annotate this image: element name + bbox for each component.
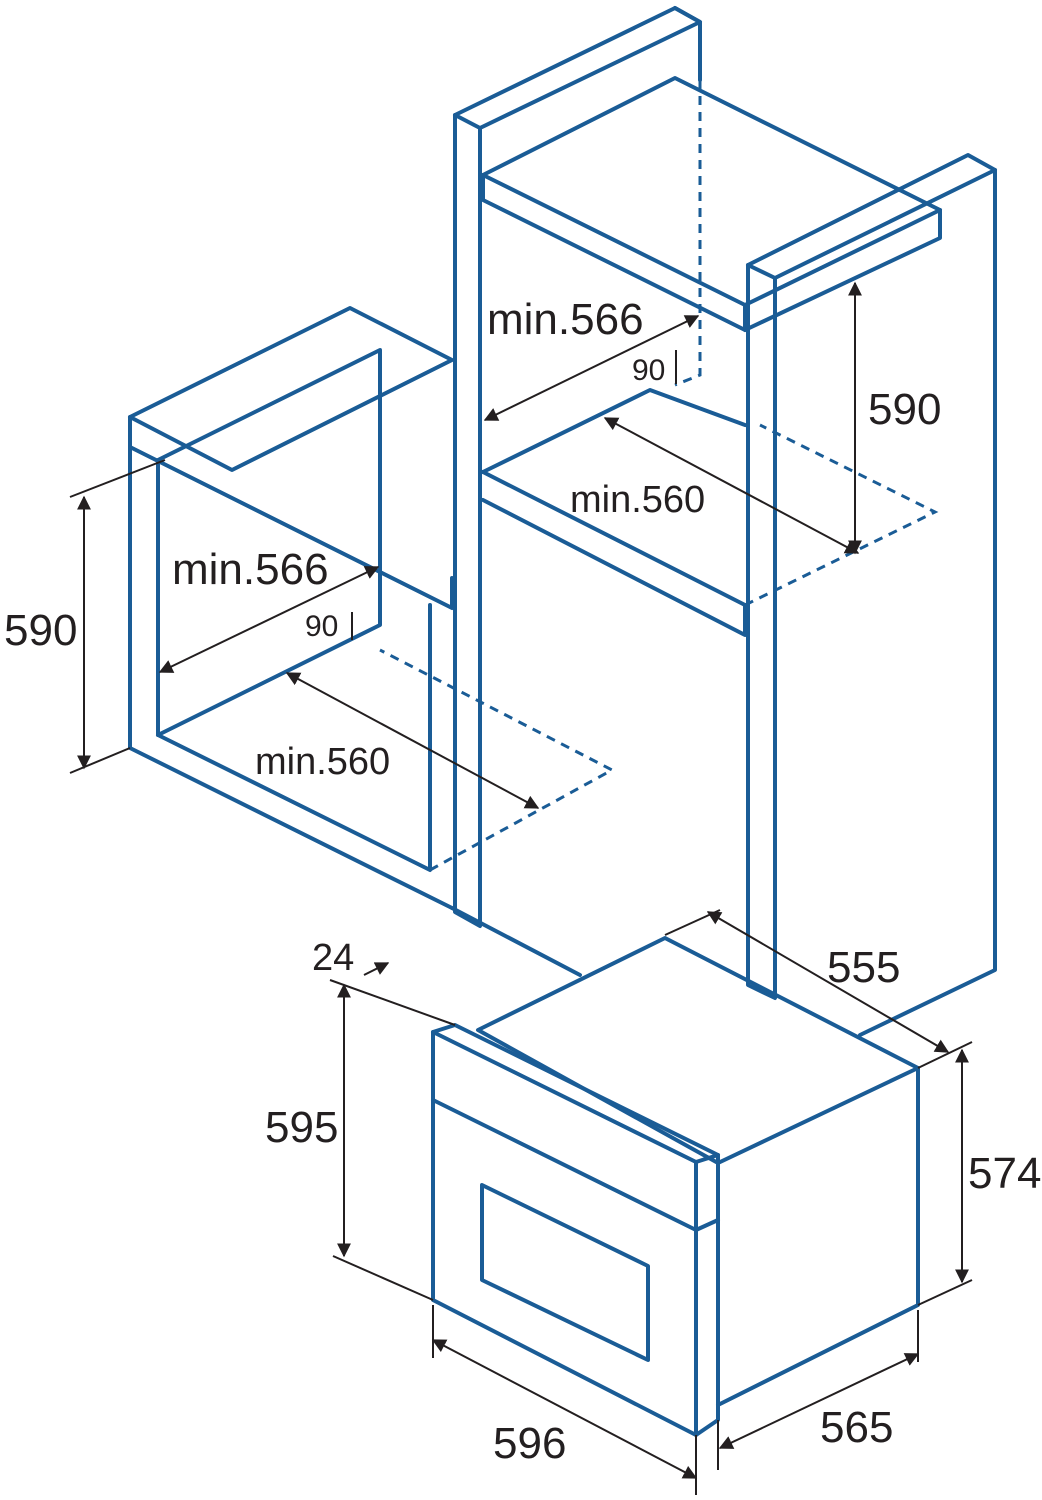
lower-left-cabinet — [128, 306, 616, 977]
tall-column-cabinet — [453, 6, 997, 1037]
oven-front-width-label: 596 — [493, 1419, 566, 1468]
lower-width-label: min.560 — [255, 741, 390, 783]
upper-height-label: 590 — [868, 385, 941, 434]
dimension-labels: min.566 90 min.560 590 min.566 90 min.56… — [4, 295, 1041, 1468]
oven-depth-label: 555 — [827, 943, 900, 992]
lower-depth-label: min.566 — [172, 545, 329, 594]
lower-gap-label: 90 — [305, 610, 338, 643]
upper-gap-label: 90 — [632, 354, 665, 387]
oven-unit — [431, 936, 920, 1437]
upper-depth-label: min.566 — [487, 295, 644, 344]
oven-body-height-label: 574 — [968, 1149, 1041, 1198]
oven-front-height-label: 595 — [265, 1103, 338, 1152]
dimension-lines — [69, 281, 973, 1495]
upper-width-label: min.560 — [570, 479, 705, 521]
oven-front-thickness-label: 24 — [312, 937, 354, 979]
oven-body-width-label: 565 — [820, 1403, 893, 1452]
lower-height-label: 590 — [4, 606, 77, 655]
